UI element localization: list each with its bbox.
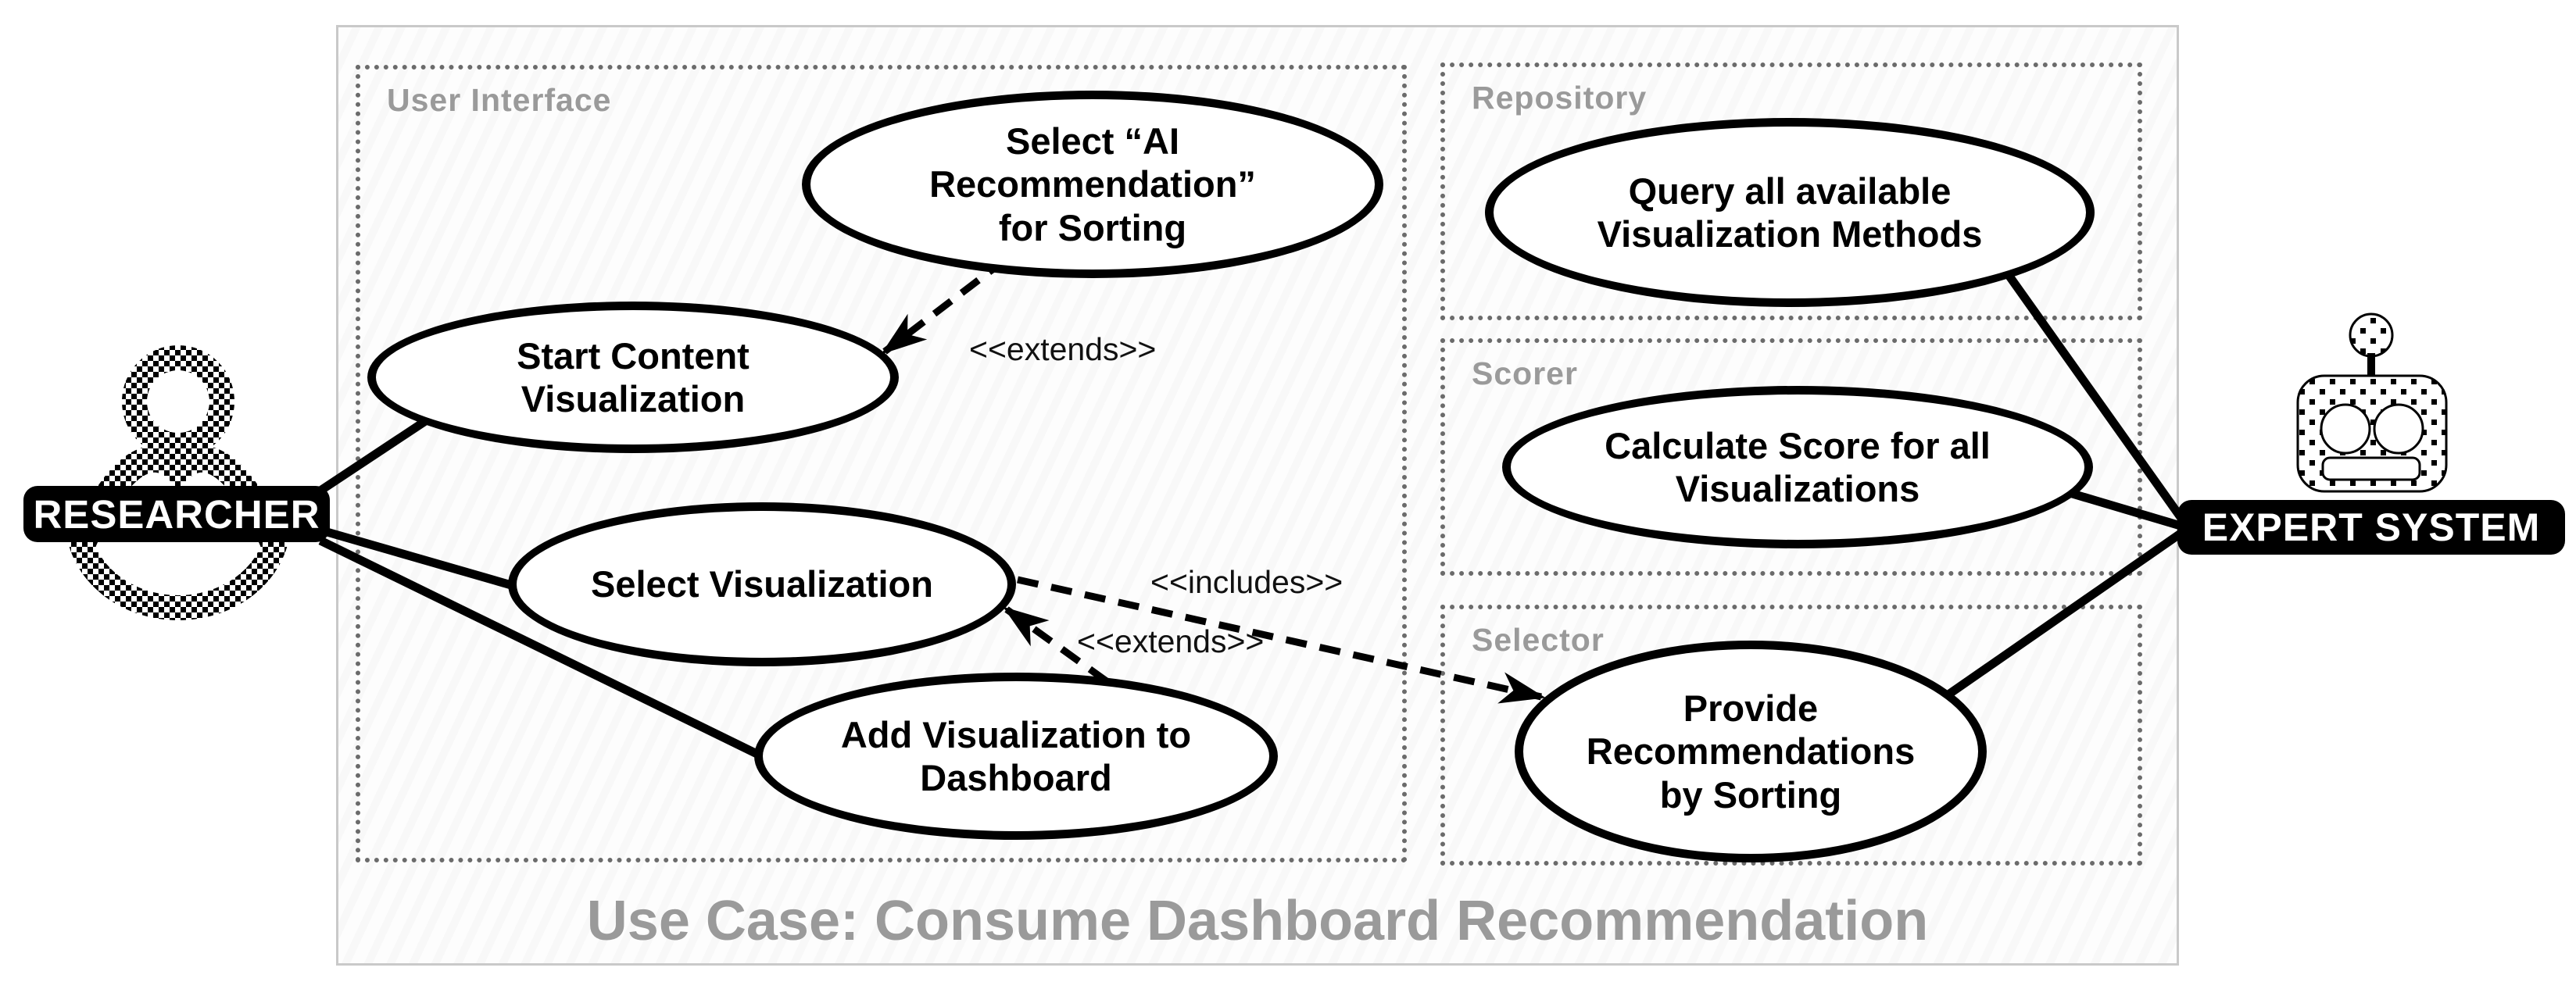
assoc-provide-expert-system	[1927, 524, 2191, 711]
usecase-label: Provide Recommendations by Sorting	[1586, 687, 1916, 816]
researcher-actor-icon	[66, 345, 291, 620]
usecase-query-all-visualization-methods: Query all available Visualization Method…	[1485, 118, 2095, 307]
usecase-label: Add Visualization to Dashboard	[840, 713, 1192, 798]
robot-icon	[2296, 312, 2448, 493]
robot-eye-left	[2320, 403, 2371, 455]
usecase-label: Query all available Visualization Method…	[1597, 170, 1983, 255]
robot-eye-right	[2373, 403, 2424, 455]
usecase-provide-recommendations: Provide Recommendations by Sorting	[1515, 641, 1987, 862]
includes-label-recommendations: <<includes>>	[1150, 564, 1343, 600]
group-scorer-label: Scorer	[1472, 355, 1578, 391]
extends-label-dashboard: <<extends>>	[1077, 623, 1265, 659]
usecase-select-visualization: Select Visualization	[508, 502, 1016, 666]
assoc-researcher-add-visualization	[318, 537, 815, 785]
includes-arrow-selviz-to-provide	[1017, 576, 1546, 704]
usecase-add-visualization-to-dashboard: Add Visualization to Dashboard	[754, 673, 1278, 840]
usecase-label: Select Visualization	[591, 563, 933, 605]
group-user-interface-label: User Interface	[387, 82, 612, 118]
extends-label-sorting: <<extends>>	[969, 331, 1157, 367]
assoc-query-expert-system	[1997, 261, 2192, 531]
group-selector: Selector	[1440, 605, 2142, 866]
usecase-calculate-score: Calculate Score for all Visualizations	[1502, 386, 2093, 548]
diagram-title: Use Case: Consume Dashboard Recommendati…	[586, 890, 1929, 952]
group-repository: Repository	[1440, 62, 2142, 320]
expert-system-actor-label: EXPERT SYSTEM	[2177, 500, 2565, 555]
extends-arrow-addviz-to-selviz	[1003, 606, 1137, 705]
group-selector-label: Selector	[1472, 622, 1605, 658]
group-repository-label: Repository	[1472, 80, 1648, 116]
usecase-label: Start Content Visualization	[517, 334, 750, 420]
usecase-label: Select “AI Recommendation” for Sorting	[929, 120, 1256, 248]
usecase-start-content-visualization: Start Content Visualization	[367, 302, 899, 453]
robot-mouth	[2321, 456, 2421, 481]
researcher-actor-label: RESEARCHER	[23, 486, 330, 542]
usecase-select-ai-recommendation: Select “AI Recommendation” for Sorting	[802, 91, 1383, 278]
usecase-label: Calculate Score for all Visualizations	[1605, 424, 1991, 509]
